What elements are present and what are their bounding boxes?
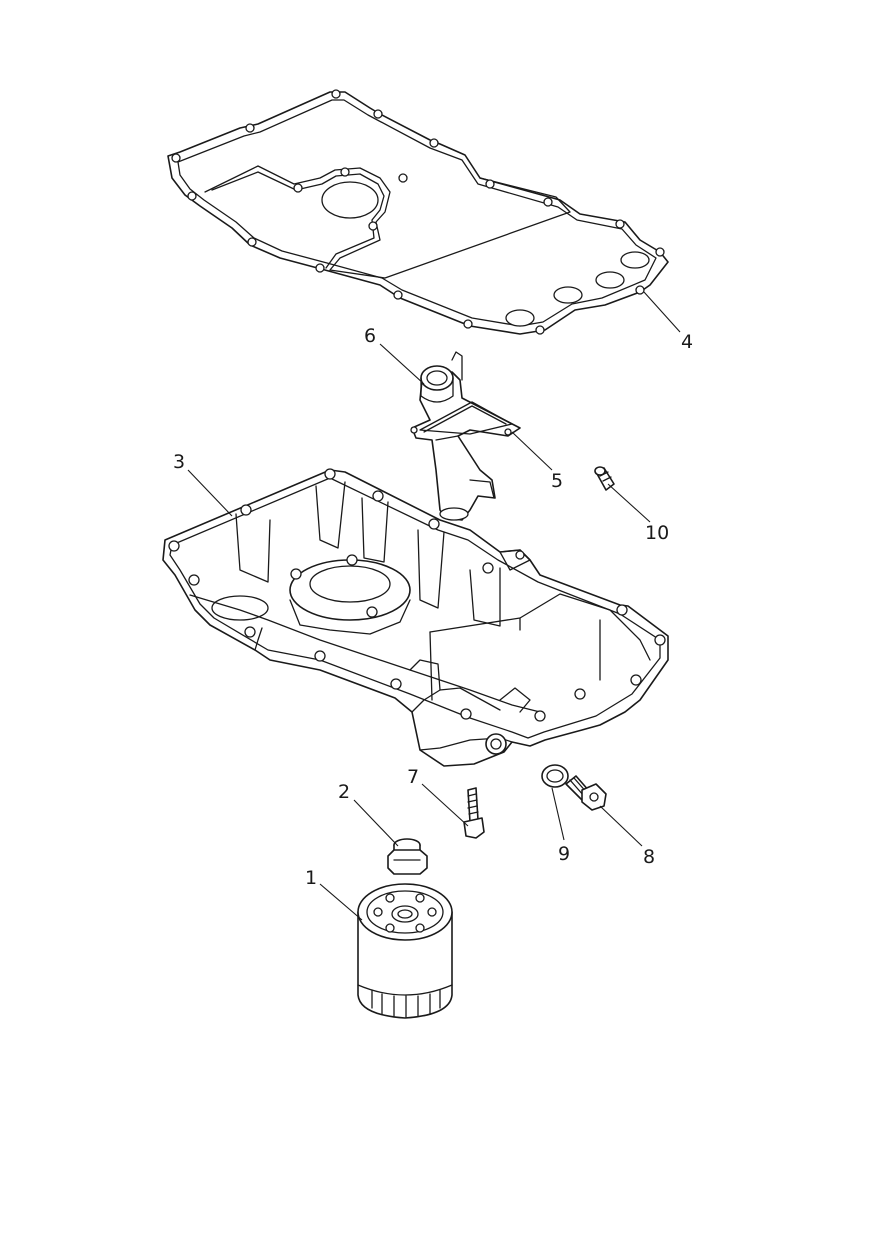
oil-strainer-part[interactable] [410,351,521,521]
leader-line-1 [319,883,363,921]
leader-line-7 [421,783,469,827]
callout-2: 2 [338,781,350,803]
callout-10: 10 [645,522,669,544]
dowel-part[interactable] [594,466,615,491]
callout-9: 9 [558,843,570,865]
leader-line-2 [353,799,399,847]
leader-line-6 [379,343,425,385]
callout-6: 6 [364,325,376,347]
drain-plug-part[interactable] [565,775,607,811]
oil-filter-part[interactable] [357,883,453,1019]
callout-4: 4 [681,331,693,353]
leader-line-10 [607,483,651,523]
bolt-part[interactable] [463,787,485,839]
leader-line-3 [187,469,233,517]
leader-line-4 [643,291,681,333]
callout-7: 7 [407,766,419,788]
callout-5: 5 [551,470,563,492]
leader-line-9 [551,787,565,841]
leader-line-8 [599,805,643,847]
leader-line-5 [511,431,553,471]
callout-3: 3 [173,451,185,473]
gasket-part[interactable] [167,89,669,335]
callout-8: 8 [643,846,655,868]
callout-1: 1 [305,867,317,889]
sump-part[interactable] [162,468,669,767]
sealing-washer-part[interactable] [541,764,569,788]
filter-adapter-part[interactable] [387,838,428,875]
o-ring-part[interactable] [419,401,513,435]
